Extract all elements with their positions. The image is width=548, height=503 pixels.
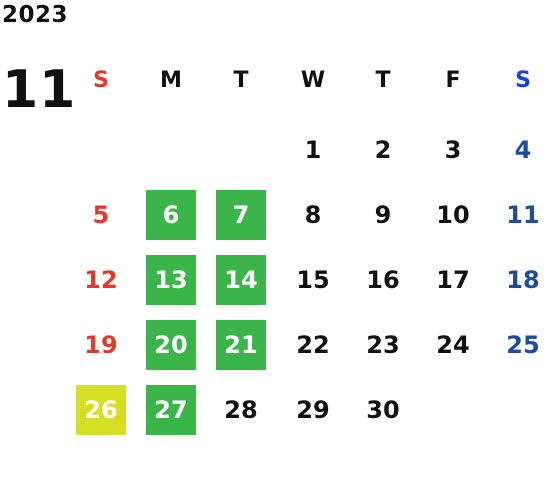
weekday-header-thursday: T [375,67,391,93]
calendar-day[interactable]: 9 [374,201,392,229]
calendar-day-saturday[interactable]: 4 [514,136,532,164]
calendar-month: 11 [2,60,77,120]
calendar-day[interactable]: 3 [444,136,462,164]
calendar-day-saturday[interactable]: 25 [506,331,540,359]
calendar-day[interactable]: 10 [436,201,470,229]
calendar-day[interactable]: 1 [304,136,322,164]
calendar-day-highlighted[interactable]: 13 [146,255,196,305]
calendar-day[interactable]: 22 [296,331,330,359]
calendar-day[interactable]: 30 [366,396,400,424]
calendar-day-highlighted[interactable]: 20 [146,320,196,370]
calendar-day-highlighted[interactable]: 6 [146,190,196,240]
weekday-header-monday: M [160,67,182,93]
calendar-day-highlighted[interactable]: 21 [216,320,266,370]
calendar-day[interactable]: 15 [296,266,330,294]
calendar-day-highlighted[interactable]: 7 [216,190,266,240]
calendar-day[interactable]: 17 [436,266,470,294]
calendar-day-saturday[interactable]: 18 [506,266,540,294]
calendar-year: 2023 [2,2,69,28]
calendar-day-sunday[interactable]: 5 [92,201,110,229]
weekday-header-sunday: S [93,67,109,93]
weekday-header-wednesday: W [300,67,326,93]
calendar-day[interactable]: 2 [374,136,392,164]
calendar-day-saturday[interactable]: 11 [506,201,540,229]
calendar-day[interactable]: 8 [304,201,322,229]
calendar-day-highlighted[interactable]: 14 [216,255,266,305]
calendar-day[interactable]: 16 [366,266,400,294]
calendar-day-sunday[interactable]: 12 [84,266,118,294]
weekday-header-friday: F [445,67,461,93]
weekday-header-saturday: S [515,67,531,93]
calendar-day-highlighted[interactable]: 27 [146,385,196,435]
calendar-day-sunday[interactable]: 19 [84,331,118,359]
calendar-day[interactable]: 29 [296,396,330,424]
weekday-header-tuesday: T [233,67,249,93]
calendar-day[interactable]: 23 [366,331,400,359]
calendar-day[interactable]: 28 [224,396,258,424]
calendar-day[interactable]: 24 [436,331,470,359]
calendar-day-highlighted-yellow[interactable]: 26 [76,385,126,435]
